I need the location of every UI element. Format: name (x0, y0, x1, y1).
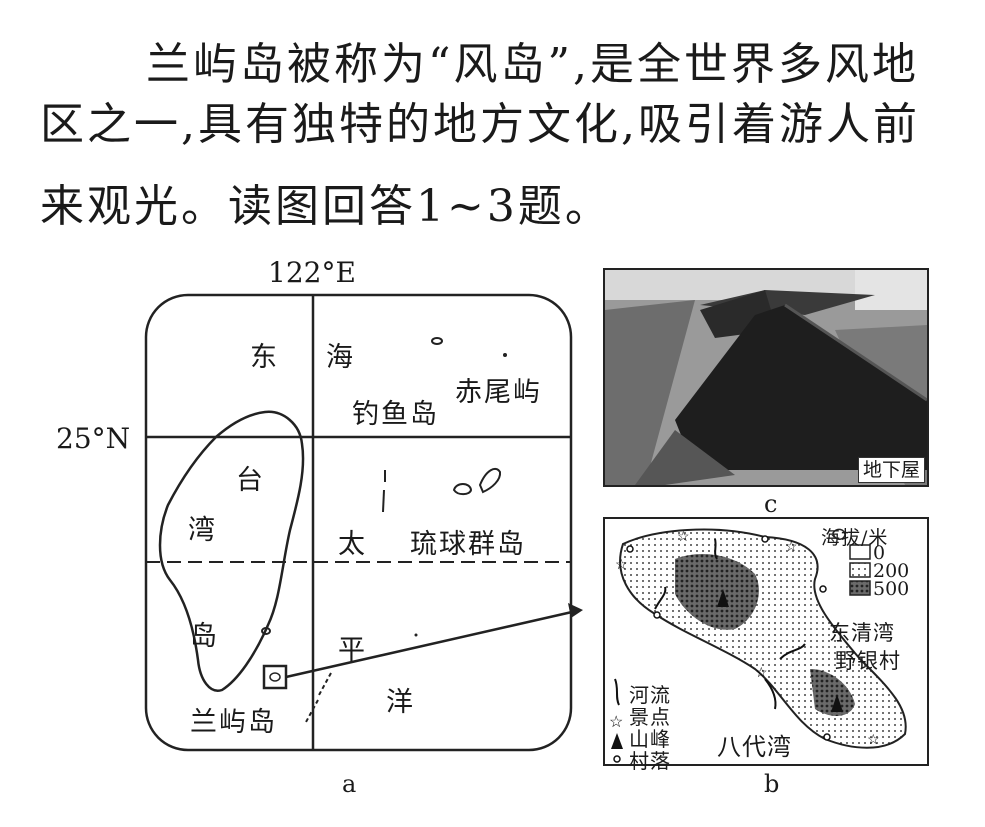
question-line-3: 来观光。读图回答1~3题。 (40, 181, 612, 232)
taiwan-outline (158, 410, 305, 692)
bay-8-label: 八代湾 (717, 733, 792, 761)
question-line-1: 兰屿岛被称为“风岛”,是全世界多风地 (146, 39, 919, 90)
arrow-line (285, 610, 573, 679)
elevation-level-0: 0 (873, 542, 886, 564)
legend-village: 村落 (629, 749, 671, 773)
taiwan-label-1: 台 (236, 465, 265, 496)
legend-scenic: 景点 (629, 705, 671, 729)
lanyu-detail-map: ☆ ☆ ☆ ☆ ☆ ☆ 海拔/米 0 200 500 东清湾 野银村 八代湾 河… (603, 517, 929, 773)
lanyu-label: 兰屿岛 (190, 707, 277, 738)
taiwan-label-3: 岛 (190, 621, 219, 652)
legend-river: 河流 (629, 683, 671, 707)
east-sea-label-2: 海 (326, 342, 355, 373)
lanyu-box (262, 664, 288, 690)
photo-tag: 地下屋 (857, 457, 925, 483)
svg-text:☆: ☆ (677, 529, 690, 545)
latitude-label: 25°N (56, 422, 131, 455)
village-label: 野银村 (835, 649, 901, 673)
ryukyu-label: 琉球群岛 (410, 529, 526, 560)
chiwei-label: 赤尾屿 (455, 377, 542, 408)
elevation-level-500: 500 (873, 578, 910, 600)
diaoyu-label: 钓鱼岛 (352, 399, 439, 430)
pacific-label-1: 太 (338, 529, 367, 560)
pacific-label-3: 洋 (386, 687, 415, 718)
svg-text:☆: ☆ (615, 557, 628, 573)
caption-b: b (764, 770, 780, 798)
svg-text:☆: ☆ (755, 665, 768, 681)
pacific-label-2: 平 (338, 635, 367, 666)
svg-text:☆: ☆ (609, 712, 623, 731)
legend-peak: 山峰 (629, 727, 671, 751)
taiwan-label-2: 湾 (188, 515, 217, 546)
underground-house-photo: 地下屋 (603, 268, 929, 487)
caption-c: c (764, 490, 778, 518)
svg-text:☆: ☆ (867, 732, 880, 748)
east-bay-label: 东清湾 (829, 621, 895, 645)
elevation-title: 海拔/米 (821, 527, 889, 549)
east-sea-label-1: 东 (250, 342, 279, 373)
question-line-2: 区之一,具有独特的地方文化,吸引着游人前 (40, 99, 920, 150)
longitude-label: 122°E (268, 256, 356, 289)
elevation-level-200: 200 (873, 560, 910, 582)
arrow-head (568, 603, 583, 618)
svg-text:☆: ☆ (785, 539, 798, 555)
caption-a: a (342, 770, 357, 798)
